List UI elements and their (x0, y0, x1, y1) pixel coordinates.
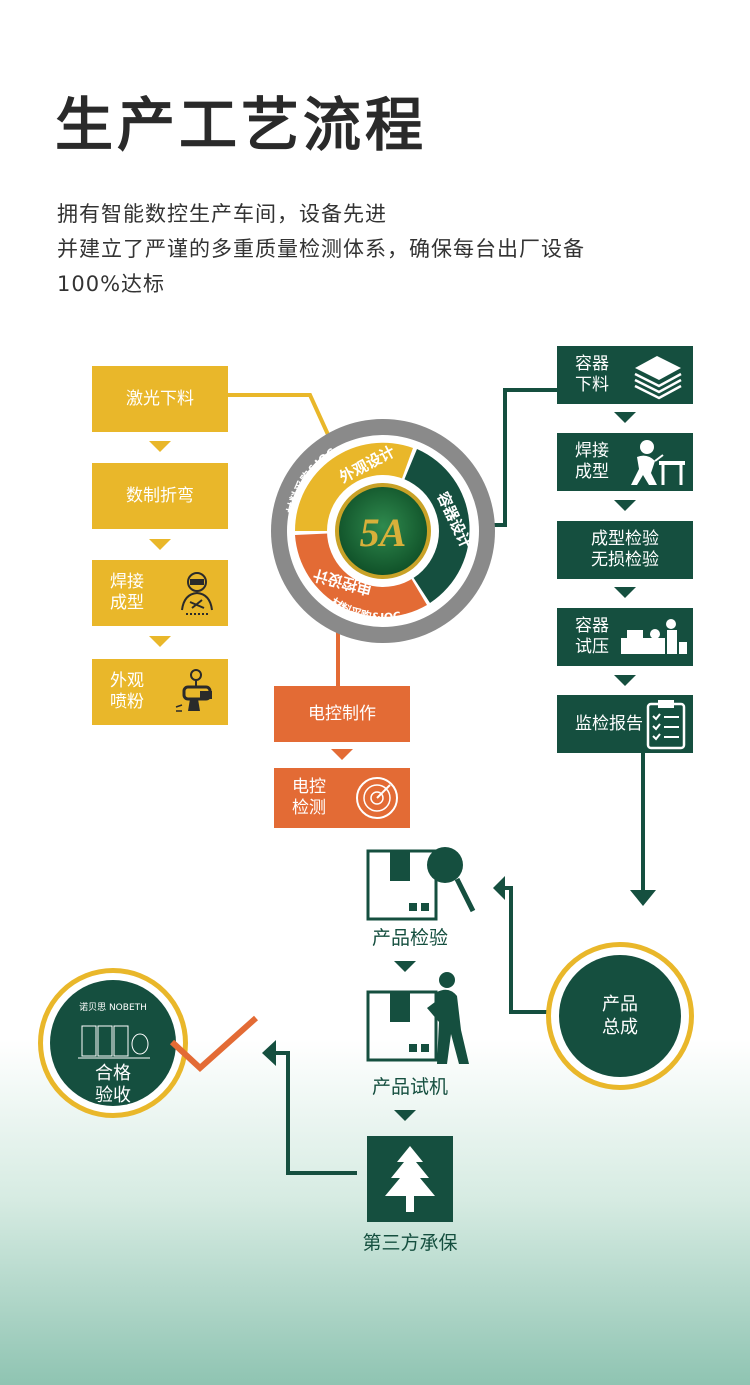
product-trial-label: 产品试机 (371, 1076, 448, 1098)
arrow-down-icon (394, 1110, 416, 1121)
radar-icon (356, 777, 398, 819)
product-inspection-label: 产品检验 (371, 927, 448, 949)
arrow-down-icon (614, 587, 636, 598)
step-label: 容器 下料 (575, 354, 609, 395)
pressure-machine-icon (621, 619, 687, 654)
arrow-down-icon (331, 749, 353, 760)
arrow-down-icon (149, 441, 171, 452)
brand-logo: 诺贝思 NOBETH (79, 1003, 147, 1013)
step-laser-cutting: 激光下料 (92, 366, 228, 432)
step-bending: 数制折弯 (92, 463, 228, 529)
step-label: 焊接 成型 (575, 441, 609, 482)
step-vessel-welding: 焊接 成型 (557, 433, 693, 491)
step-supervision-report: 监检报告 (557, 695, 693, 753)
step-label: 容器 试压 (575, 616, 609, 657)
arrow-down-icon (149, 539, 171, 550)
checkmark-icon (169, 1015, 258, 1073)
step-electrical-making: 电控制作 (274, 686, 410, 742)
worker-box-icon (366, 972, 469, 1064)
spray-gun-icon (175, 669, 212, 712)
acceptance-label: 合格 验收 (95, 1063, 131, 1106)
tree-logo-icon (367, 1136, 453, 1222)
step-label: 数制折弯 (126, 485, 194, 506)
step-nondestructive-inspection: 成型检验 无损检验 (557, 521, 693, 579)
step-pressure-test: 容器 试压 (557, 608, 693, 666)
step-welding-left: 焊接 成型 (92, 560, 228, 626)
arrow-down-icon (614, 412, 636, 423)
arrow-down-icon (614, 675, 636, 686)
step-label: 监检报告 (575, 713, 643, 734)
steam-generator-icon (78, 1025, 150, 1059)
step-label: 外观 喷粉 (110, 671, 144, 712)
product-assembly: 产品 总成 (559, 955, 681, 1077)
welding-worker-icon (631, 440, 685, 485)
acceptance-circle (50, 980, 176, 1106)
intro-line-2: 并建立了严谨的多重质量检测体系，确保每台出厂设备 (57, 237, 585, 261)
page-title: 生产工艺流程 (55, 91, 428, 159)
arrow-down-icon (614, 500, 636, 511)
step-label: 电控 检测 (292, 777, 326, 818)
logo-5a-icon: 5A (360, 510, 407, 555)
step-label: 激光下料 (126, 388, 194, 409)
intro-line-1: 拥有智能数控生产车间，设备先进 (57, 202, 387, 226)
step-label: 电控制作 (308, 703, 376, 724)
intro-line-3: 100%达标 (57, 272, 166, 296)
step-vessel-cutting: 容器 下料 (557, 346, 693, 404)
design-ring: 5A 材料采购&IQC 材料采购&IQC 外观设计 容器设计 电控设计 (271, 419, 495, 643)
welder-icon (181, 572, 213, 615)
sheet-stack-icon (634, 356, 682, 400)
third-party-insurance-label: 第三方承保 (362, 1232, 458, 1254)
step-label: 成型检验 无损检验 (591, 529, 659, 570)
step-label: 焊接 成型 (110, 572, 144, 613)
step-powder-coating: 外观 喷粉 (92, 659, 228, 725)
arrow-down-icon (149, 636, 171, 647)
step-electrical-testing: 电控 检测 (274, 768, 410, 828)
arrow-down-icon (394, 961, 416, 972)
clipboard-icon (646, 700, 686, 750)
magnifier-box-icon (366, 847, 476, 921)
